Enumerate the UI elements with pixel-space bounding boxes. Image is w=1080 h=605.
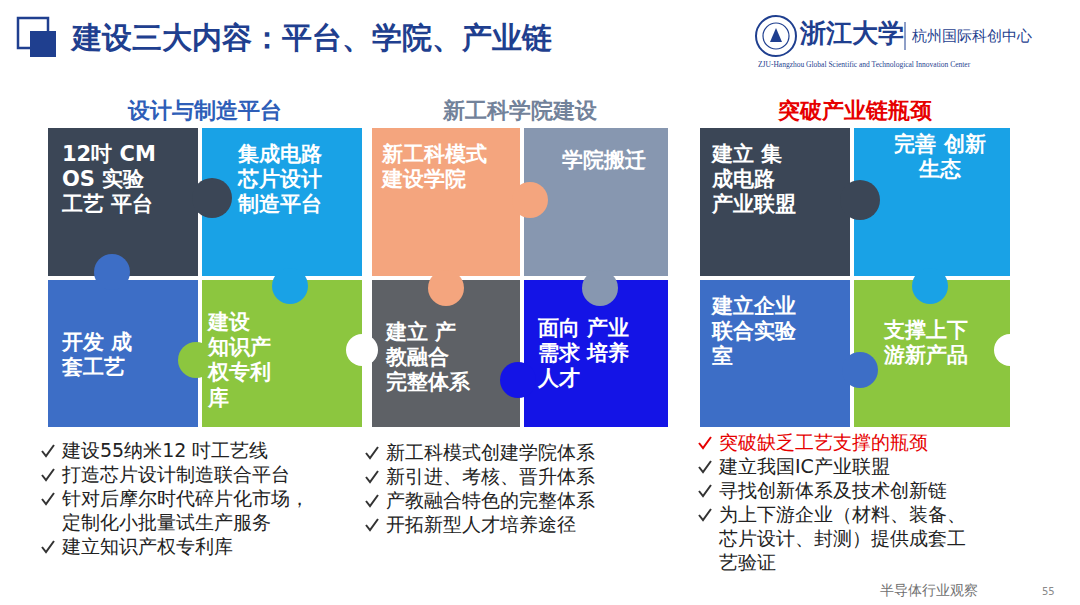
puzzle-piece: 建立 集成电路 产业联盟 <box>700 128 850 276</box>
check-mark <box>697 483 713 499</box>
column-heading: 设计与制造平台 <box>128 96 282 126</box>
puzzle-knob <box>842 352 878 388</box>
bullet-text: 开拓新型人才培养途径 <box>386 513 576 535</box>
bullet-item: 建立我国IC产业联盟 <box>695 454 970 478</box>
bullet-text: 建设55纳米12 吋工艺线 <box>62 439 268 461</box>
column-heading: 突破产业链瓶颈 <box>778 96 932 126</box>
check-mark <box>366 471 378 482</box>
logo-english: ZJU-Hangzhou Global Scientific and Techn… <box>758 60 970 69</box>
bullet-item: 新工科模式创建学院体系 <box>362 440 637 464</box>
bullet-item: 突破缺乏工艺支撑的瓶颈 <box>695 430 970 454</box>
piece-text: 新工科模式 建设学院 <box>382 142 492 192</box>
check-mark <box>42 445 54 456</box>
check-mark <box>697 435 713 451</box>
bullet-text: 打造芯片设计制造联合平台 <box>62 463 290 485</box>
page-number: 55 <box>1042 586 1055 597</box>
bullet-text: 建立我国IC产业联盟 <box>719 455 890 477</box>
logo-divider <box>905 22 906 50</box>
check-mark <box>40 491 56 507</box>
bullet-text: 为上下游企业（材料、装备、芯片设计、封测）提供成套工艺验证 <box>719 503 966 573</box>
puzzle-knob <box>994 334 1026 366</box>
check-mark <box>364 493 380 509</box>
bullet-item: 建立知识产权专利库 <box>38 534 313 558</box>
logo-name: 浙江大学 <box>800 16 904 51</box>
bullet-item: 为上下游企业（材料、装备、芯片设计、封测）提供成套工艺验证 <box>695 502 970 574</box>
piece-text: 建立企业 联合实验 室 <box>712 294 802 370</box>
bullet-list: 建设55纳米12 吋工艺线打造芯片设计制造联合平台针对后摩尔时代碎片化市场，定制… <box>38 438 313 558</box>
check-mark <box>364 517 380 533</box>
watermark: 半导体行业观察 <box>880 582 978 600</box>
puzzle-piece: 建立企业 联合实验 室 <box>700 280 850 427</box>
column-heading: 新工科学院建设 <box>443 96 597 126</box>
bullet-item: 产教融合特色的完整体系 <box>362 488 637 512</box>
puzzle-knob <box>512 182 548 218</box>
check-mark <box>42 541 54 552</box>
check-mark <box>364 469 380 485</box>
check-mark <box>40 443 56 459</box>
piece-text: 完善 创新生态 <box>894 132 986 182</box>
logo-emblem <box>763 23 789 49</box>
bullet-text: 寻找创新体系及技术创新链 <box>719 479 947 501</box>
bullet-text: 新工科模式创建学院体系 <box>386 441 595 463</box>
puzzle-knob <box>272 268 308 304</box>
check-mark <box>697 507 713 523</box>
check-mark <box>366 447 378 458</box>
bullet-list: 突破缺乏工艺支撑的瓶颈建立我国IC产业联盟寻找创新体系及技术创新链为上下游企业（… <box>695 430 970 574</box>
bullet-item: 建设55纳米12 吋工艺线 <box>38 438 313 462</box>
piece-text: 建立 集成电路 产业联盟 <box>712 142 802 218</box>
puzzle-knob <box>178 342 214 378</box>
puzzle-knob <box>346 334 378 366</box>
bullet-item: 寻找创新体系及技术创新链 <box>695 478 970 502</box>
bullet-text: 突破缺乏工艺支撑的瓶颈 <box>719 431 928 453</box>
slide-title: 建设三大内容：平台、学院、产业链 <box>72 18 552 59</box>
bullet-text: 新引进、考核、晋升体系 <box>386 465 595 487</box>
bullet-item: 开拓新型人才培养途径 <box>362 512 637 536</box>
piece-text: 集成电路 芯片设计 制造平台 <box>238 142 330 218</box>
puzzle-knob <box>94 254 130 290</box>
puzzle-piece: 新工科模式 建设学院 <box>372 128 520 276</box>
puzzle-knob <box>840 180 880 220</box>
piece-text: 开发 成套工艺 <box>62 330 152 380</box>
logo-emblem <box>756 16 796 56</box>
check-mark <box>699 485 711 496</box>
puzzle-knob <box>912 268 948 304</box>
piece-text: 12吋 CMOS 实验工艺 平台 <box>62 142 162 218</box>
piece-text: 面向 产业需求 培养人才 <box>538 316 638 392</box>
puzzle-knob <box>500 362 536 398</box>
logo-emblem <box>770 28 782 42</box>
check-mark <box>699 509 711 520</box>
check-mark <box>364 445 380 461</box>
puzzle-piece: 12吋 CMOS 实验工艺 平台 <box>48 128 198 276</box>
piece-text: 支撑上下 游新产品 <box>884 318 974 368</box>
check-mark <box>699 461 711 472</box>
check-mark <box>42 469 54 480</box>
bullet-item: 打造芯片设计制造联合平台 <box>38 462 313 486</box>
puzzle-knob <box>192 178 232 218</box>
bullet-text: 产教融合特色的完整体系 <box>386 489 595 511</box>
title-icon <box>30 31 56 57</box>
check-mark <box>42 493 54 504</box>
logo-subtitle: 杭州国际科创中心 <box>912 27 1032 46</box>
piece-text: 建设 知识产 权专利 库 <box>208 310 274 411</box>
bullet-list: 新工科模式创建学院体系新引进、考核、晋升体系产教融合特色的完整体系开拓新型人才培… <box>362 440 637 536</box>
piece-text: 学院搬迁 <box>562 148 654 173</box>
piece-text: 建立 产教融合 完整体系 <box>386 320 476 396</box>
bullet-text: 建立知识产权专利库 <box>62 535 233 557</box>
check-mark <box>40 467 56 483</box>
check-mark <box>699 437 711 448</box>
check-mark <box>366 495 378 506</box>
puzzle-knob <box>428 270 464 306</box>
puzzle-piece: 开发 成套工艺 <box>48 280 198 427</box>
check-mark <box>366 519 378 530</box>
puzzle-knob <box>582 270 618 306</box>
check-mark <box>40 539 56 555</box>
check-mark <box>697 459 713 475</box>
bullet-text: 针对后摩尔时代碎片化市场，定制化小批量试生产服务 <box>62 487 309 533</box>
bullet-item: 新引进、考核、晋升体系 <box>362 464 637 488</box>
bullet-item: 针对后摩尔时代碎片化市场，定制化小批量试生产服务 <box>38 486 313 534</box>
